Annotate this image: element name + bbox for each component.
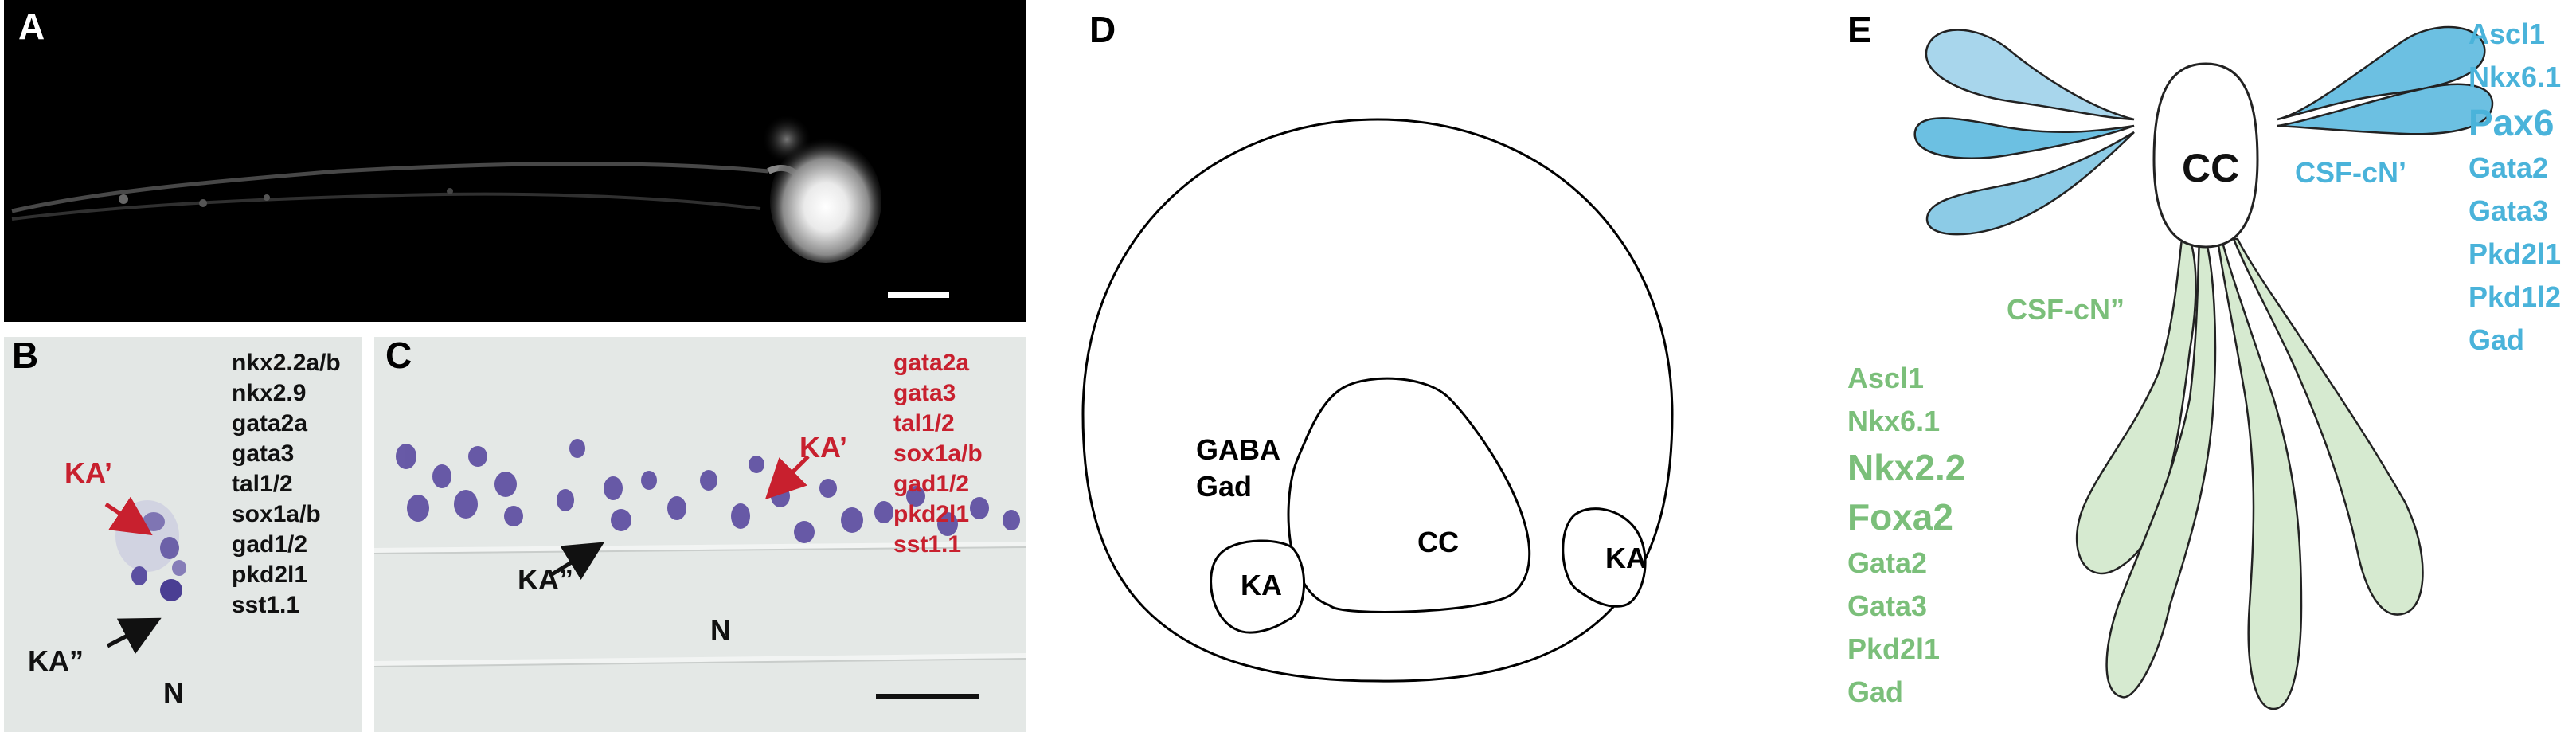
panel-e-diagram [1913,25,2494,710]
panel-a-label: A [18,6,45,47]
panel-c-gene-list: gata2a gata3 tal1/2 sox1a/b gad1/2 pkd2l… [893,348,983,560]
gene-label: gata2a [893,350,970,376]
gene-label: Foxa2 [1847,496,1953,538]
gaba-label: GABA [1196,433,1280,466]
gene-label: Pkd2l1 [1847,632,1941,665]
ka-double-prime-label: KA” [28,644,84,677]
gene-label: Gata2 [1847,546,1928,579]
gene-label: Pax6 [2469,102,2555,143]
gene-label: Pkd1l2 [2469,280,2562,313]
csf-cn-double-prime-label: CSF-cN” [2007,293,2125,326]
gene-label: sox1a/b [893,440,983,467]
panel-e-cc-label: CC [2182,146,2240,190]
gene-label: Gad [1847,675,1904,708]
gene-label: Nkx2.2 [1847,447,1966,488]
gene-label: Ascl1 [2469,18,2546,50]
ka-double-prime-label: KA” [518,563,573,596]
ka-right-shape [1562,507,1647,608]
ka-left-shape [1210,539,1306,634]
central-canal-oval [2152,62,2259,249]
central-canal-shape [1287,377,1531,613]
gad-label: Gad [1196,470,1253,503]
gene-label: sst1.1 [232,592,300,618]
gene-label: pkd2l1 [893,501,970,527]
gene-label: sst1.1 [893,531,962,558]
ka-prime-label: KA’ [64,456,113,489]
ka-left-label: KA [1241,569,1282,601]
gene-label: Ascl1 [1847,362,1925,394]
csf-cn-prime-label: CSF-cN’ [2295,156,2407,189]
csf-cn-double-prime-cells [2075,237,2424,710]
panel-a-image: A [4,0,1026,322]
gene-label: nkx2.9 [232,380,307,406]
scale-bar-a [888,292,949,298]
panel-d-label: D [1089,9,1116,50]
gene-label: pkd2l1 [232,562,308,588]
ka-right-label: KA [1605,542,1647,574]
panel-b-label: B [12,337,39,376]
gene-label: gad1/2 [232,531,308,558]
scale-bar-c [876,694,979,699]
gene-label: nkx2.2a/b [232,350,341,376]
ka-prime-label: KA’ [799,431,848,464]
panel-b-image: B nkx2.2a/b nkx2.9 gata2a gata3 tal1/2 s… [4,337,362,732]
panel-b-arrows [104,496,162,655]
gene-label: Gata3 [2469,194,2549,227]
notochord-label: N [710,614,731,647]
gene-label: gata3 [893,380,956,406]
gene-label: gad1/2 [893,471,970,497]
gene-label: Gad [2469,323,2525,356]
panel-c-arrows [548,455,810,581]
blue-gene-list: Ascl1 Nkx6.1 Pax6 Gata2 Gata3 Pkd2l1 Pkd… [2469,13,2561,362]
gene-label: Pkd2l1 [2469,237,2562,270]
gene-label: sox1a/b [232,501,321,527]
gene-label: Nkx6.1 [2469,61,2562,93]
gene-label: tal1/2 [893,410,955,436]
gene-label: Gata2 [2469,151,2549,184]
notochord-label: N [163,676,184,709]
panel-e-label: E [1847,9,1872,50]
gene-label: Gata3 [1847,589,1928,622]
panel-a-neuron-graphic [11,115,949,298]
panel-b-gene-list: nkx2.2a/b nkx2.9 gata2a gata3 tal1/2 sox… [232,348,341,620]
gene-label: tal1/2 [232,471,293,497]
gene-label: gata2a [232,410,308,436]
panel-c-label: C [385,337,412,376]
csf-cn-prime-cells [1913,25,2494,236]
panel-c-image: C gata2a gata3 tal1/2 sox1a/b gad1/2 pkd… [374,337,1026,732]
panel-d-diagram [1081,118,1674,683]
cc-label: CC [1417,526,1459,558]
green-gene-list: Ascl1 Nkx6.1 Nkx2.2 Foxa2 Gata2 Gata3 Pk… [1847,357,1965,714]
gene-label: Nkx6.1 [1847,405,1941,437]
gene-label: gata3 [232,440,295,467]
